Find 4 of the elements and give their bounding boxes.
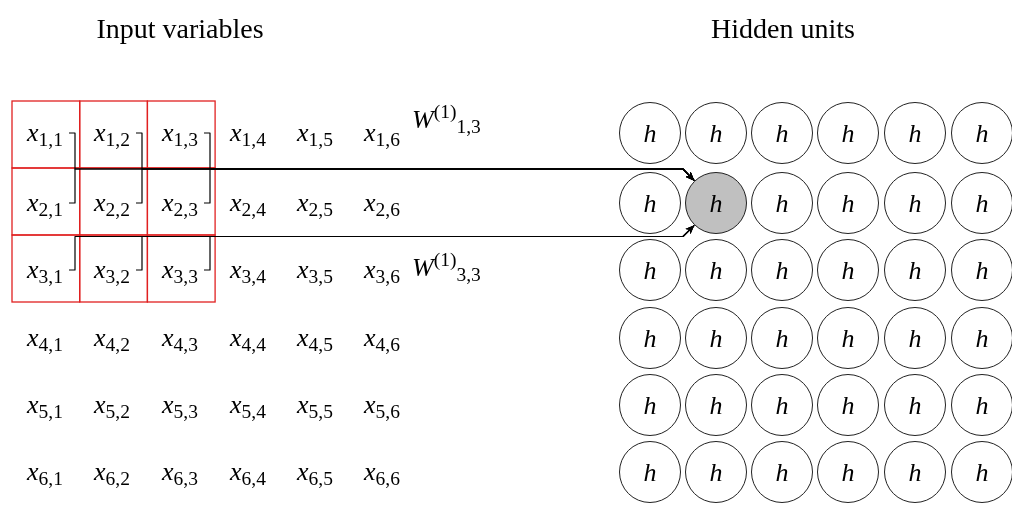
heading: Hidden units (710, 12, 856, 46)
highlighted-hidden-unit: h (685, 172, 747, 234)
heading: Input variables (95, 12, 265, 46)
hidden-unit: h (619, 102, 681, 164)
